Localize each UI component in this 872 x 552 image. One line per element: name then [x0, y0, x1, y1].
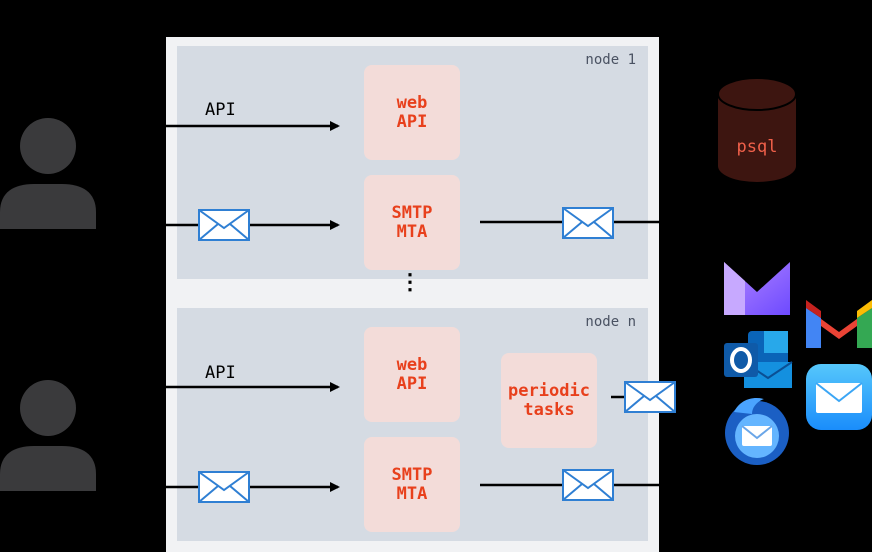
envelope-icon — [562, 469, 614, 501]
smtp-mta-box-node-n: SMTP MTA — [364, 437, 460, 532]
api-label-node-n: API — [205, 363, 236, 383]
user-icon-top — [0, 118, 96, 229]
apple-mail-icon — [806, 364, 872, 430]
database-label: psql — [737, 137, 778, 157]
api-label-node-1: API — [205, 100, 236, 120]
node-1-label: node 1 — [585, 52, 636, 68]
envelope-icon — [198, 209, 250, 241]
node-n-label: node n — [585, 314, 636, 330]
envelope-icon — [624, 381, 676, 413]
outlook-icon — [724, 331, 793, 388]
user-icon-bottom — [0, 380, 96, 491]
web-api-box-node-1: web API — [364, 65, 460, 160]
periodic-tasks-box: periodic tasks — [501, 353, 597, 448]
envelope-icon — [562, 207, 614, 239]
thunderbird-icon — [725, 398, 789, 465]
web-api-box-node-n: web API — [364, 327, 460, 422]
smtp-mta-box-node-1: SMTP MTA — [364, 175, 460, 270]
proton-mail-icon — [724, 262, 790, 315]
envelope-icon — [198, 471, 250, 503]
gmail-icon — [806, 300, 872, 348]
database-icon: psql — [717, 77, 797, 182]
